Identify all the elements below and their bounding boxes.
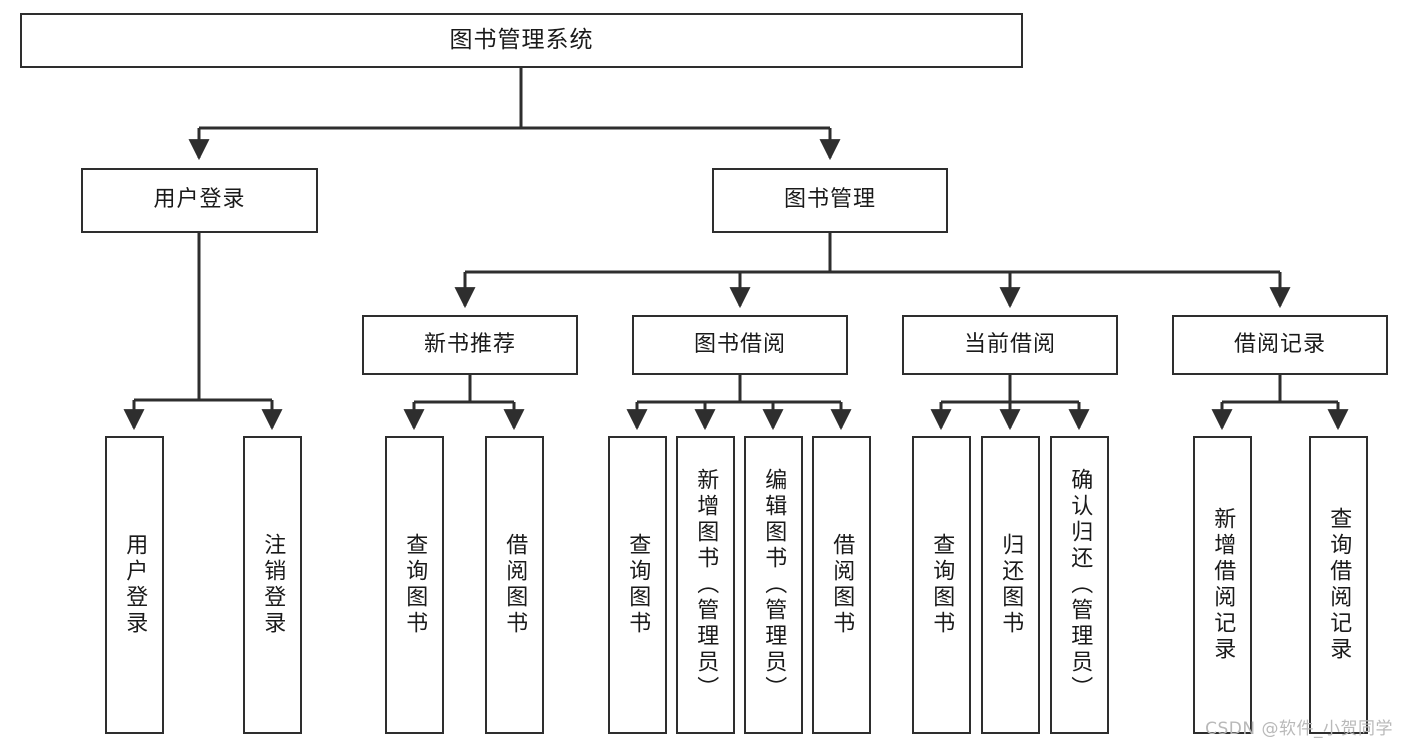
node-book-borrow[interactable]: 图书借阅: [632, 315, 848, 375]
node-label: 查询图书: [625, 533, 651, 637]
node-label: 新增图书（管理员）: [693, 468, 719, 702]
node-label: 图书管理: [783, 187, 876, 213]
leaf-query-borrow-record[interactable]: 查询借阅记录: [1309, 436, 1368, 734]
node-label: 归还图书: [998, 533, 1024, 637]
leaf-edit-book[interactable]: 编辑图书（管理员）: [744, 436, 803, 734]
node-current-borrow[interactable]: 当前借阅: [902, 315, 1118, 375]
leaf-confirm-return[interactable]: 确认归还（管理员）: [1050, 436, 1109, 734]
leaf-query-book-borrow[interactable]: 查询图书: [608, 436, 667, 734]
node-label: 借阅记录: [1233, 331, 1326, 357]
leaf-borrow-book-recommend[interactable]: 借阅图书: [485, 436, 544, 734]
node-label: 查询借阅记录: [1326, 507, 1352, 663]
node-label: 图书借阅: [693, 331, 786, 357]
node-user-login[interactable]: 用户登录: [81, 168, 318, 233]
node-label: 图书管理系统: [449, 26, 594, 53]
node-label: 注销登录: [260, 533, 286, 637]
node-label: 用户登录: [153, 187, 246, 213]
node-label: 新增借阅记录: [1210, 507, 1236, 663]
node-book-management-system[interactable]: 图书管理系统: [20, 13, 1023, 68]
node-label: 查询图书: [402, 533, 428, 637]
node-label: 用户登录: [122, 533, 148, 637]
node-label: 借阅图书: [502, 533, 528, 637]
leaf-add-borrow-record[interactable]: 新增借阅记录: [1193, 436, 1252, 734]
node-label: 编辑图书（管理员）: [761, 468, 787, 702]
watermark-text: CSDN @软件_小贺同学: [1205, 719, 1393, 739]
leaf-query-book-recommend[interactable]: 查询图书: [385, 436, 444, 734]
node-label: 借阅图书: [829, 533, 855, 637]
node-label: 确认归还（管理员）: [1067, 468, 1093, 702]
node-borrow-record[interactable]: 借阅记录: [1172, 315, 1388, 375]
leaf-add-book[interactable]: 新增图书（管理员）: [676, 436, 735, 734]
node-label: 当前借阅: [963, 331, 1056, 357]
leaf-borrow-book[interactable]: 借阅图书: [812, 436, 871, 734]
node-book-management[interactable]: 图书管理: [712, 168, 948, 233]
leaf-return-book[interactable]: 归还图书: [981, 436, 1040, 734]
node-label: 新书推荐: [423, 331, 516, 357]
node-label: 查询图书: [929, 533, 955, 637]
node-new-book-recommend[interactable]: 新书推荐: [362, 315, 578, 375]
leaf-user-login[interactable]: 用户登录: [105, 436, 164, 734]
leaf-query-book-current[interactable]: 查询图书: [912, 436, 971, 734]
leaf-logout-login[interactable]: 注销登录: [243, 436, 302, 734]
